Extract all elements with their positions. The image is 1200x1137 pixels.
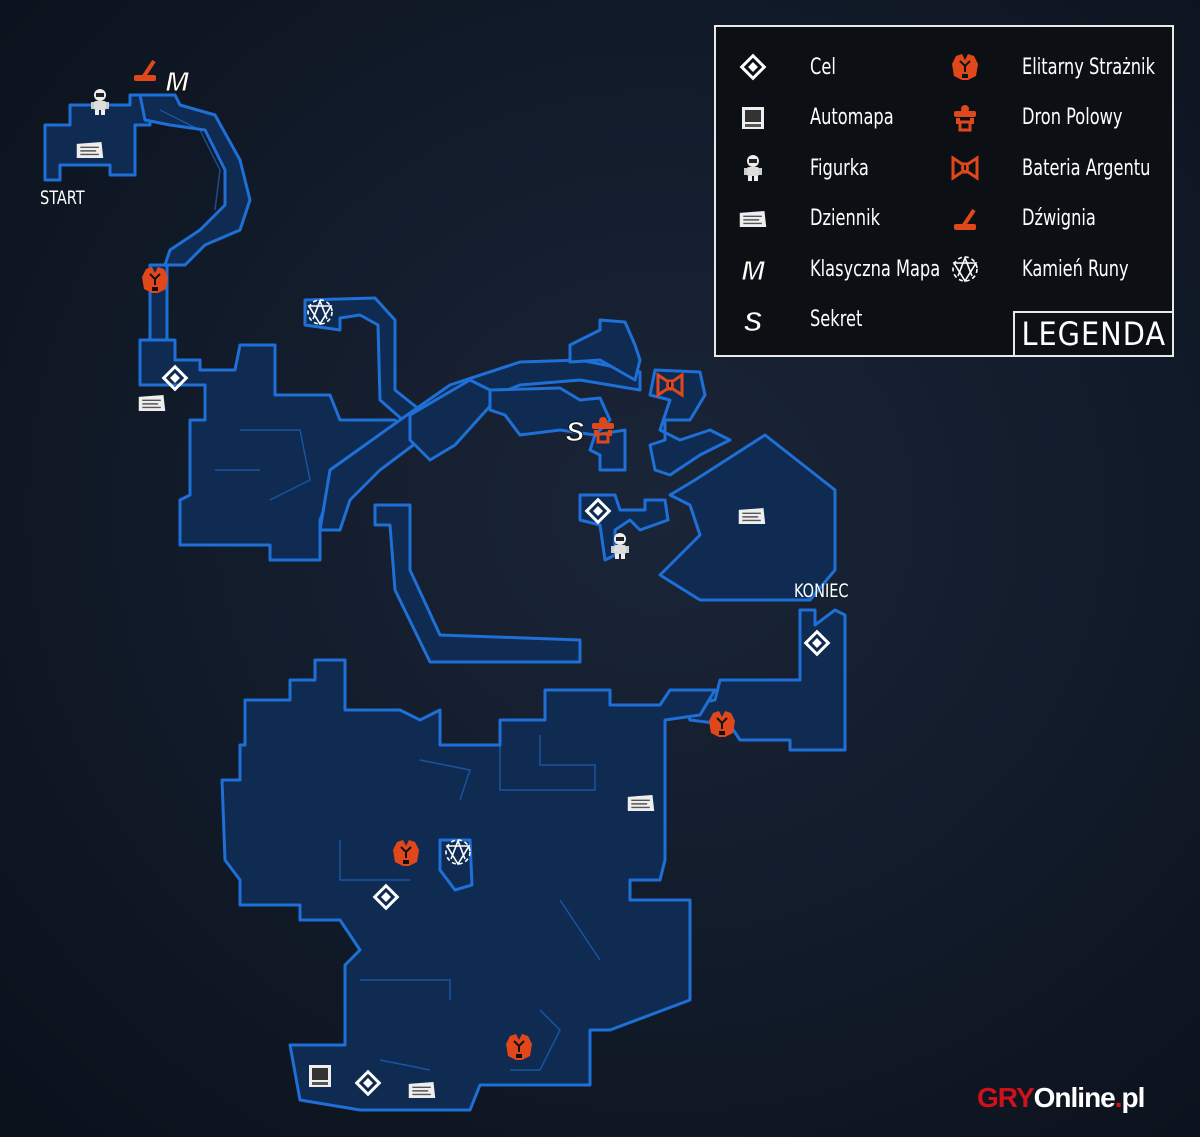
figurine-icon (736, 151, 770, 185)
legend-item: Dźwignia (948, 199, 1112, 239)
elite-guard-icon (140, 265, 170, 295)
secret-s-icon: S (736, 303, 770, 337)
legend-item-label: Cel (810, 54, 836, 80)
map-room-start (43, 93, 152, 182)
rune-stone-icon (305, 297, 335, 327)
codex-entry-icon (75, 135, 105, 165)
legend-item: M Klasyczna Mapa (736, 249, 969, 289)
lever-icon (130, 55, 160, 85)
figurine-icon (85, 87, 115, 117)
legend-item-label: Bateria Argentu (1022, 155, 1151, 181)
start-label: START (40, 187, 85, 209)
codex-entry-icon (736, 202, 770, 236)
objective-diamond-icon (583, 496, 613, 526)
legend-item-label: Dźwignia (1022, 206, 1096, 231)
legend-title: LEGENDA (1013, 311, 1174, 357)
map-room-battery (648, 368, 732, 477)
svg-text:S: S (566, 416, 585, 445)
codex-entry-icon (137, 388, 167, 418)
map-room-center (408, 378, 502, 462)
end-label: KONIEC (794, 580, 849, 602)
legend-item-label: Kamień Runy (1022, 256, 1129, 282)
objective-diamond-icon (736, 50, 770, 84)
legend-item-label: Dron Polowy (1022, 105, 1123, 130)
codex-entry-icon (737, 501, 767, 531)
svg-text:M: M (165, 66, 189, 95)
argent-battery-icon (655, 370, 685, 400)
objective-diamond-icon (802, 628, 832, 658)
legend-item-label: Figurka (810, 155, 869, 181)
legend-item-label: Klasyczna Mapa (810, 256, 941, 282)
elite-guard-icon (391, 838, 421, 868)
automap-icon (305, 1061, 335, 1091)
elite-guard-icon (707, 709, 737, 739)
objective-diamond-icon (371, 882, 401, 912)
svg-text:M: M (741, 255, 765, 284)
legend-item: Kamień Runy (948, 249, 1152, 289)
secret-s-icon: S (560, 415, 590, 448)
field-drone-icon (948, 101, 982, 135)
legend-item: S Sekret (736, 300, 874, 340)
rune-stone-icon (948, 252, 982, 286)
map-loop-north (303, 296, 422, 424)
figurine-icon (605, 531, 635, 561)
legend-item-label: Dziennik (810, 206, 881, 231)
elite-guard-icon (504, 1032, 534, 1062)
objective-diamond-icon (353, 1068, 383, 1098)
legend-item: Elitarny Strażnik (948, 47, 1184, 87)
legend-item: Automapa (736, 98, 912, 138)
lever-icon (948, 202, 982, 236)
map-room-rune-south (438, 838, 474, 892)
legend-item-label: Automapa (810, 105, 894, 130)
classic-map-m-icon: M (162, 65, 192, 98)
objective-diamond-icon (160, 363, 190, 393)
legend-item: Figurka (736, 148, 882, 188)
legend-item: Dron Polowy (948, 98, 1145, 138)
gryonline-logo: GRYOnline.pl (977, 1082, 1145, 1113)
rune-stone-icon (443, 837, 473, 867)
legend-item: Dziennik (736, 199, 895, 239)
field-drone-icon (588, 415, 618, 445)
legend-item: Bateria Argentu (948, 148, 1179, 188)
elite-guard-icon (948, 50, 982, 84)
svg-text:S: S (744, 306, 763, 335)
legend-item-label: Elitarny Strażnik (1022, 54, 1155, 80)
legend-item: Cel (736, 47, 842, 87)
codex-entry-icon (626, 788, 656, 818)
codex-entry-icon (407, 1075, 437, 1105)
classic-map-m-icon: M (736, 252, 770, 286)
map-corridor-south (373, 503, 582, 664)
argent-battery-icon (948, 151, 982, 185)
legend-item-label: Sekret (810, 307, 863, 332)
map-room-northeast (568, 318, 642, 382)
map-corridor-north (138, 93, 252, 267)
automap-icon (736, 101, 770, 135)
